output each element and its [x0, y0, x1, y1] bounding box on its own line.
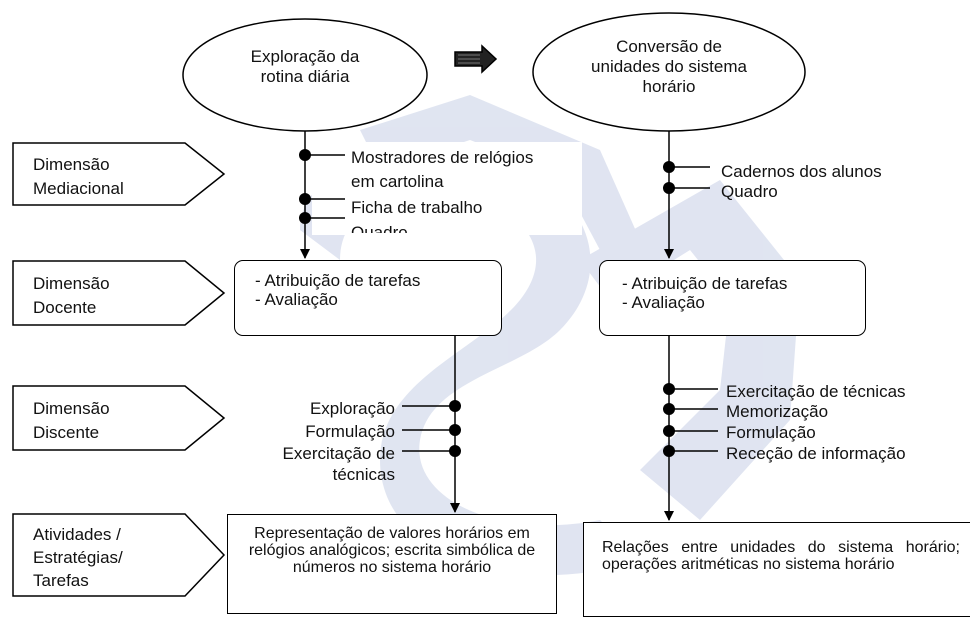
mediacional-left-panel [312, 142, 582, 235]
dimension-discente: Dimensão Discente [12, 385, 226, 451]
dimension-mediacional-line-2: Mediacional [33, 179, 124, 198]
dimension-atividades-line-2: Estratégias/ [33, 548, 123, 567]
top-node-right-line-3: horário [643, 77, 696, 96]
dimension-docente-line-1: Dimensão [33, 274, 110, 293]
top-node-left: Exploração da rotina diária [182, 18, 428, 132]
docente-left-item: - Atribuição de tarefas [255, 271, 421, 290]
mediacional-right-item: Quadro [721, 182, 778, 201]
dimension-mediacional: Dimensão Mediacional [12, 142, 226, 206]
top-node-right: Conversão de unidades do sistema horário [532, 12, 806, 132]
docente-right-item: - Atribuição de tarefas [622, 274, 788, 293]
discente-left-bullets [402, 400, 461, 457]
discente-right-item: Memorização [726, 402, 828, 421]
dimension-atividades-line-1: Atividades / [33, 525, 121, 544]
mediacional-left-item: Mostradores de relógios [351, 148, 533, 167]
top-node-right-line-1: Conversão de [616, 37, 722, 56]
atividades-left-box: Representação de valores horários em rel… [227, 514, 557, 614]
discente-right-item: Receção de informação [726, 444, 906, 463]
docente-right-box: - Atribuição de tarefas - Avaliação [599, 260, 866, 336]
discente-left-item: Exercitação de [283, 444, 395, 463]
dimension-docente: Dimensão Docente [12, 260, 226, 326]
atividades-left-text: Representação de valores horários em rel… [248, 525, 536, 576]
dimension-docente-line-2: Docente [33, 298, 96, 317]
discente-left-item: Formulação [305, 422, 395, 441]
sequence-arrow [454, 44, 498, 74]
top-node-right-line-2: unidades do sistema [591, 57, 747, 76]
dimension-atividades-line-3: Tarefas [33, 571, 89, 590]
discente-right-item: Formulação [726, 423, 816, 442]
discente-left-item: Exploração [310, 399, 395, 418]
discente-right-bullets [663, 383, 718, 457]
mediacional-right-bullets [663, 161, 710, 194]
docente-left-box: - Atribuição de tarefas - Avaliação [234, 260, 502, 336]
dimension-discente-line-2: Discente [33, 423, 99, 442]
discente-right-item: Exercitação de técnicas [726, 382, 906, 401]
dimension-discente-line-1: Dimensão [33, 399, 110, 418]
top-node-left-line-2: rotina diária [261, 67, 350, 86]
dimension-atividades: Atividades / Estratégias/ Tarefas [12, 513, 226, 597]
discente-left-item: técnicas [333, 465, 395, 484]
mediacional-left-item: Quadro [351, 223, 408, 242]
atividades-right-text: Relações entre unidades do sistema horár… [602, 539, 960, 573]
mediacional-left-item: Ficha de trabalho [351, 198, 482, 217]
docente-left-item: - Avaliação [255, 290, 338, 309]
top-node-left-line-1: Exploração da [251, 47, 360, 66]
atividades-right-box: Relações entre unidades do sistema horár… [583, 522, 970, 617]
docente-right-item: - Avaliação [622, 293, 705, 312]
dimension-mediacional-line-1: Dimensão [33, 155, 110, 174]
mediacional-left-item: em cartolina [351, 172, 444, 191]
mediacional-left-bullets [299, 149, 345, 224]
mediacional-right-item: Cadernos dos alunos [721, 162, 882, 181]
